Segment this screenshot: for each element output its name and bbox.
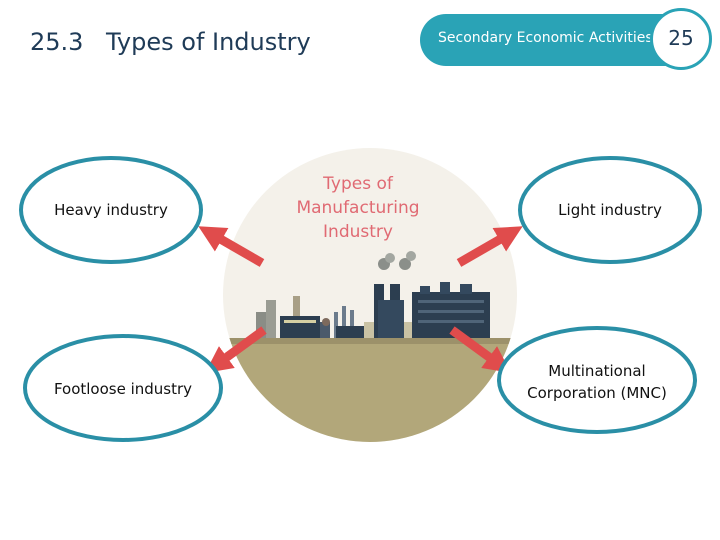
chapter-badge bbox=[650, 8, 712, 70]
arrow-light bbox=[456, 226, 523, 267]
node-heavy-industry bbox=[19, 156, 203, 264]
label-mnc-line1: Multinational bbox=[548, 362, 646, 380]
factory-illustration bbox=[223, 148, 517, 442]
node-light-industry bbox=[518, 156, 702, 264]
label-mnc-line2: Corporation (MNC) bbox=[527, 384, 667, 402]
section-number: 25.3 bbox=[30, 28, 84, 56]
slide-title: 25.3 Types of Industry bbox=[30, 28, 311, 56]
arrow-mnc bbox=[449, 326, 511, 373]
center-title-line3: Industry bbox=[323, 222, 393, 242]
node-footloose-industry bbox=[23, 334, 223, 442]
center-title-line1: Types of bbox=[322, 174, 394, 194]
label-heavy-industry: Heavy industry bbox=[54, 201, 168, 219]
chapter-banner bbox=[420, 14, 670, 66]
arrow-footloose bbox=[205, 326, 267, 373]
banner-text: Secondary Economic Activities bbox=[438, 30, 653, 46]
chapter-number: 25 bbox=[668, 26, 694, 50]
section-title: Types of Industry bbox=[106, 28, 311, 56]
center-title-line2: Manufacturing bbox=[296, 198, 419, 218]
label-light-industry: Light industry bbox=[558, 201, 662, 219]
label-footloose-industry: Footloose industry bbox=[53, 380, 193, 398]
arrow-heavy bbox=[198, 226, 265, 267]
node-mnc bbox=[497, 326, 697, 434]
